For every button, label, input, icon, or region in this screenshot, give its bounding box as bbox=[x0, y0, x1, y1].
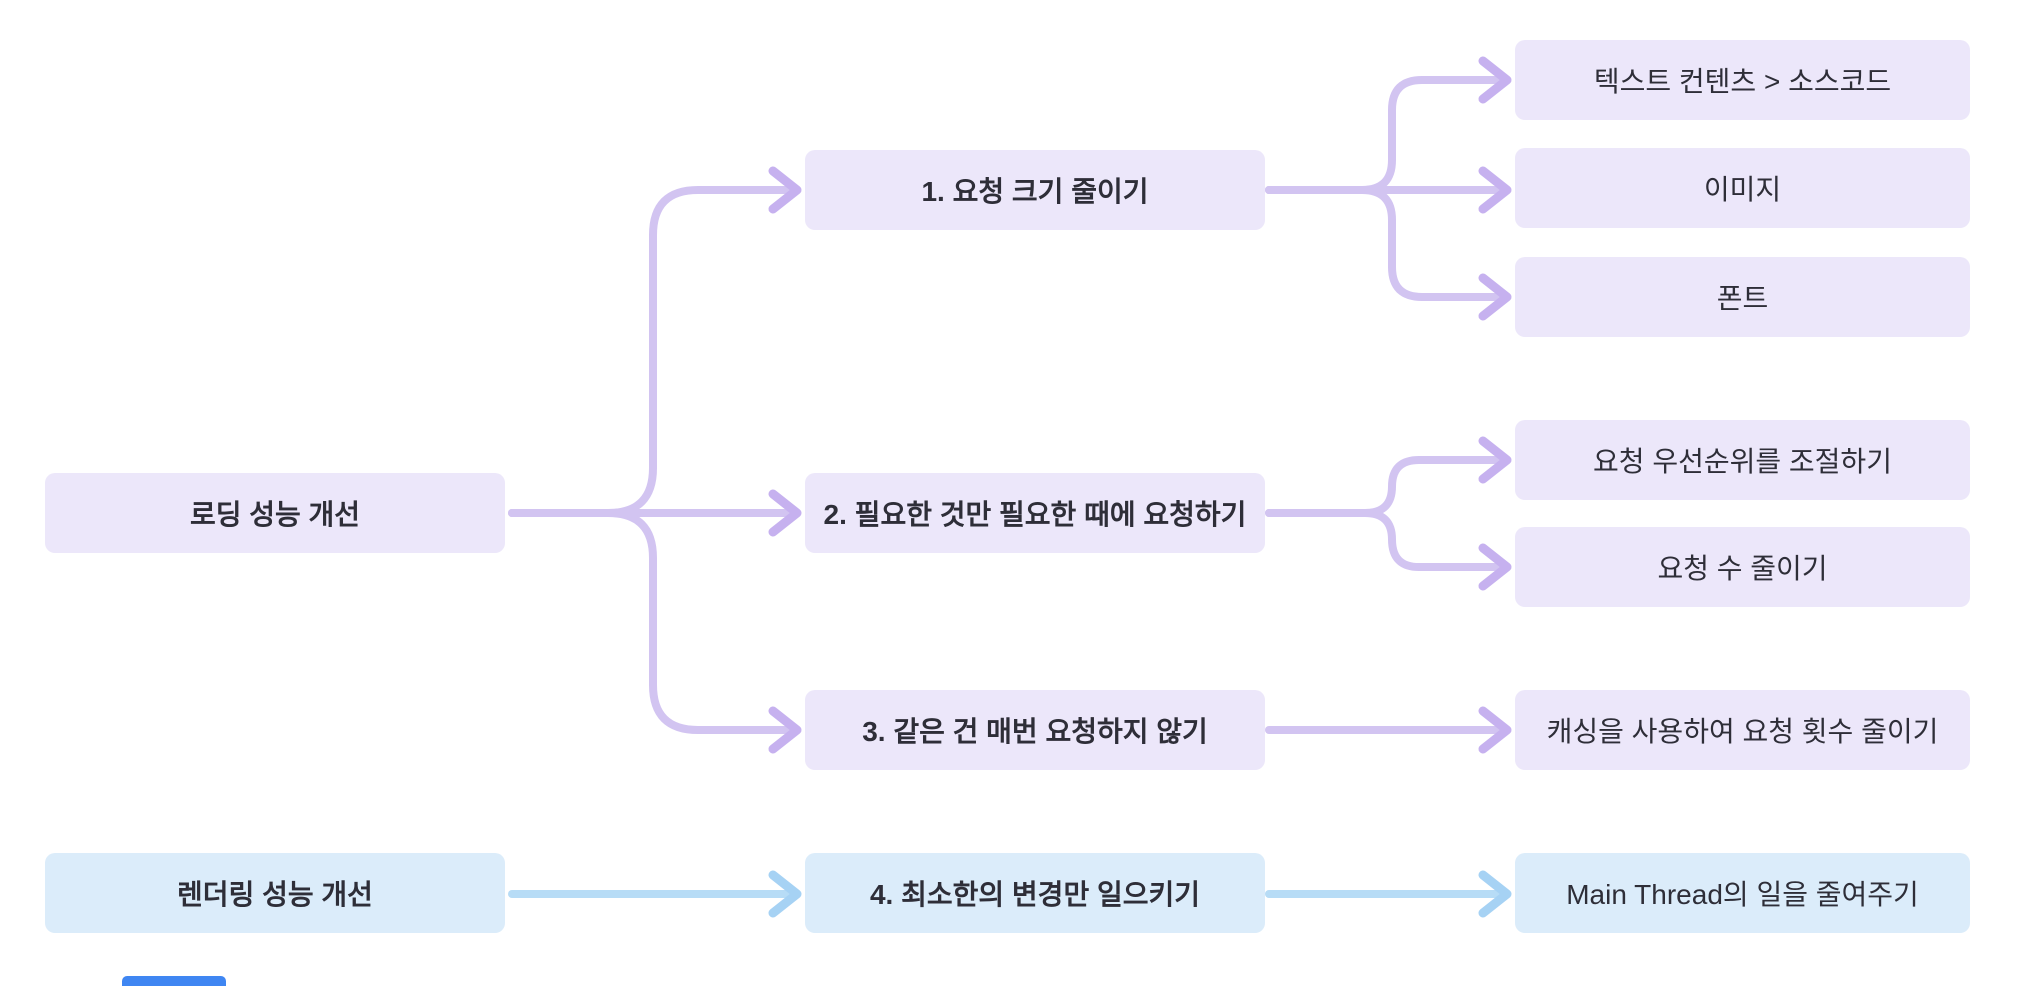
node-label: 4. 최소한의 변경만 일으키기 bbox=[869, 879, 1201, 910]
node-label: 요청 우선순위를 조절하기 bbox=[1593, 446, 1892, 477]
node-strategy-2[interactable]: 2. 필요한 것만 필요한 때에 요청하기 bbox=[805, 473, 1265, 553]
arrowhead-icon bbox=[768, 166, 802, 214]
node-leaf-request-count[interactable]: 요청 수 줄이기 bbox=[1515, 527, 1970, 607]
node-label: 이미지 bbox=[1703, 174, 1782, 205]
connector-loading-to-strategy2 bbox=[508, 489, 802, 537]
node-leaf-caching[interactable]: 캐싱을 사용하여 요청 횟수 줄이기 bbox=[1515, 690, 1970, 770]
node-label: 3. 같은 건 매번 요청하지 않기 bbox=[862, 716, 1208, 747]
arrowhead-icon bbox=[768, 706, 802, 754]
node-label: 텍스트 컨텐츠 > 소스코드 bbox=[1593, 66, 1892, 97]
node-label: 1. 요청 크기 줄이기 bbox=[921, 176, 1149, 207]
arrowhead-icon bbox=[1478, 56, 1512, 104]
node-strategy-3[interactable]: 3. 같은 건 매번 요청하지 않기 bbox=[805, 690, 1265, 770]
arrowhead-icon bbox=[768, 489, 802, 537]
connector-strategy2-to-count bbox=[1265, 509, 1512, 591]
node-label: 폰트 bbox=[1716, 283, 1769, 314]
connector-strategy3-to-caching bbox=[1265, 706, 1512, 754]
node-leaf-images[interactable]: 이미지 bbox=[1515, 148, 1970, 228]
node-label: Main Thread의 일을 줄여주기 bbox=[1566, 879, 1919, 910]
node-strategy-1[interactable]: 1. 요청 크기 줄이기 bbox=[805, 150, 1265, 230]
node-rendering-root[interactable]: 렌더링 성능 개선 bbox=[45, 853, 505, 933]
connector-rendering-to-strategy4 bbox=[508, 870, 802, 918]
arrowhead-icon bbox=[1478, 543, 1512, 591]
connector-strategy4-to-mainthread bbox=[1265, 870, 1512, 918]
node-label: 요청 수 줄이기 bbox=[1657, 553, 1828, 584]
node-label: 2. 필요한 것만 필요한 때에 요청하기 bbox=[823, 499, 1247, 530]
arrowhead-icon bbox=[1478, 706, 1512, 754]
arrowhead-icon bbox=[1478, 166, 1512, 214]
node-label: 캐싱을 사용하여 요청 횟수 줄이기 bbox=[1546, 716, 1939, 747]
arrowhead-icon bbox=[1478, 273, 1512, 321]
node-leaf-request-priority[interactable]: 요청 우선순위를 조절하기 bbox=[1515, 420, 1970, 500]
node-label: 렌더링 성능 개선 bbox=[177, 879, 373, 910]
connector-strategy1-to-text bbox=[1265, 56, 1512, 194]
connector-strategy1-to-fonts bbox=[1265, 186, 1512, 321]
arrowhead-icon bbox=[1478, 870, 1512, 918]
connector-loading-to-strategy3 bbox=[508, 509, 802, 754]
node-leaf-main-thread[interactable]: Main Thread의 일을 줄여주기 bbox=[1515, 853, 1970, 933]
node-loading-root[interactable]: 로딩 성능 개선 bbox=[45, 473, 505, 553]
arrowhead-icon bbox=[1478, 436, 1512, 484]
node-leaf-text-over-source[interactable]: 텍스트 컨텐츠 > 소스코드 bbox=[1515, 40, 1970, 120]
node-leaf-fonts[interactable]: 폰트 bbox=[1515, 257, 1970, 337]
node-strategy-4[interactable]: 4. 최소한의 변경만 일으키기 bbox=[805, 853, 1265, 933]
connector-strategy1-to-images bbox=[1265, 166, 1512, 214]
clipped-node-edge bbox=[122, 976, 226, 986]
connector-strategy2-to-priority bbox=[1265, 436, 1512, 517]
node-label: 로딩 성능 개선 bbox=[189, 499, 361, 530]
arrowhead-icon bbox=[768, 870, 802, 918]
connector-loading-to-strategy1 bbox=[508, 166, 802, 517]
